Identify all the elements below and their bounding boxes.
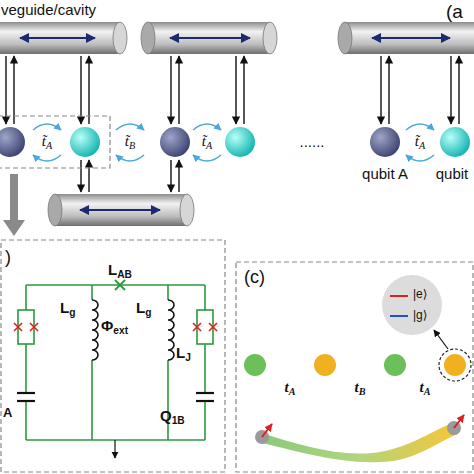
- hopping-label: tB: [355, 380, 366, 395]
- waveguide: [338, 22, 474, 54]
- circuit-wire: [18, 285, 213, 440]
- hopping-arrow: [33, 124, 434, 161]
- coupling-arrow: [6, 56, 459, 192]
- component-label: Lg: [136, 300, 151, 315]
- coupler-junction: [115, 280, 125, 290]
- hopping-label: t̃B: [125, 134, 135, 149]
- panel-letter: (a: [446, 2, 463, 21]
- pointer-arrow: [3, 174, 25, 236]
- qubit: [0, 127, 470, 157]
- flux-label: Φext: [101, 318, 128, 333]
- component-label: Lg: [60, 300, 75, 315]
- hopping-label: t̃A: [42, 134, 52, 149]
- panel-border: [236, 262, 473, 472]
- component-label: LJ: [176, 345, 191, 360]
- ellipsis: ......: [299, 134, 324, 149]
- state-label: |g⟩: [413, 309, 427, 321]
- unit-cell-box: [0, 116, 110, 168]
- component-label: Q1B: [160, 408, 185, 423]
- waveguide: [0, 22, 127, 54]
- qubit-label: qubit: [436, 166, 469, 181]
- hopping-label: tA: [285, 380, 296, 395]
- hopping-label: t̃A: [202, 134, 212, 149]
- panel-border: [1, 240, 225, 472]
- qubit-label: qubit A: [362, 166, 408, 181]
- panel-title: veguide/cavity: [1, 2, 96, 17]
- waveguide: [141, 22, 277, 54]
- edge-state-profile: [255, 415, 464, 462]
- hopping-label: tA: [420, 380, 431, 395]
- level-inset: [382, 275, 442, 335]
- lattice-chain: [244, 330, 471, 381]
- panel-letter: ): [5, 248, 11, 266]
- component-label: A: [3, 406, 12, 419]
- waveguide: [48, 194, 194, 226]
- inductor-symbol: [92, 300, 174, 360]
- ground-arrow: [115, 440, 116, 458]
- capacitor-symbol: [17, 393, 214, 401]
- state-label: |e⟩: [413, 288, 427, 300]
- component-label: LAB: [108, 262, 132, 277]
- hopping-label: t̃A: [415, 134, 425, 149]
- panel-letter: (c): [244, 268, 265, 286]
